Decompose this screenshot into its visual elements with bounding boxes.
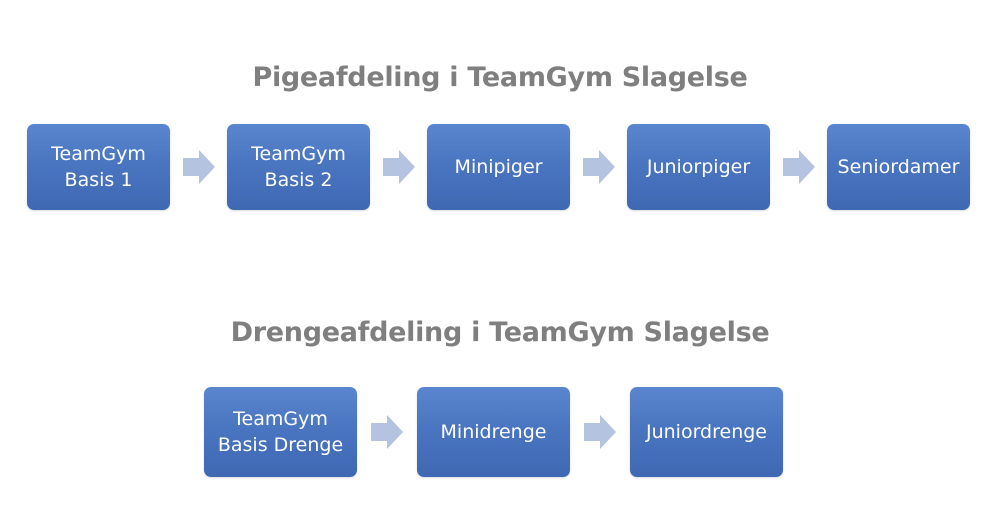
right-arrow-icon [370,124,427,210]
right-arrow-icon [357,387,417,477]
boys-flow: TeamGym Basis Drenge Minidrenge Juniordr… [204,387,783,477]
girls-department-title: Pigeafdeling i TeamGym Slagelse [252,62,748,93]
girls-step-seniordamer: Seniordamer [827,124,970,210]
girls-step-minipiger: Minipiger [427,124,570,210]
boys-step-teamgym-basis-drenge: TeamGym Basis Drenge [204,387,357,477]
boys-step-minidrenge: Minidrenge [417,387,570,477]
right-arrow-icon [170,124,227,210]
boys-step-juniordrenge: Juniordrenge [630,387,783,477]
girls-step-juniorpiger: Juniorpiger [627,124,770,210]
right-arrow-icon [770,124,827,210]
girls-step-teamgym-basis-2: TeamGym Basis 2 [227,124,370,210]
girls-flow: TeamGym Basis 1 TeamGym Basis 2 Minipige… [27,124,970,210]
right-arrow-icon [570,387,630,477]
girls-step-teamgym-basis-1: TeamGym Basis 1 [27,124,170,210]
boys-department-title: Drengeafdeling i TeamGym Slagelse [230,317,770,348]
right-arrow-icon [570,124,627,210]
